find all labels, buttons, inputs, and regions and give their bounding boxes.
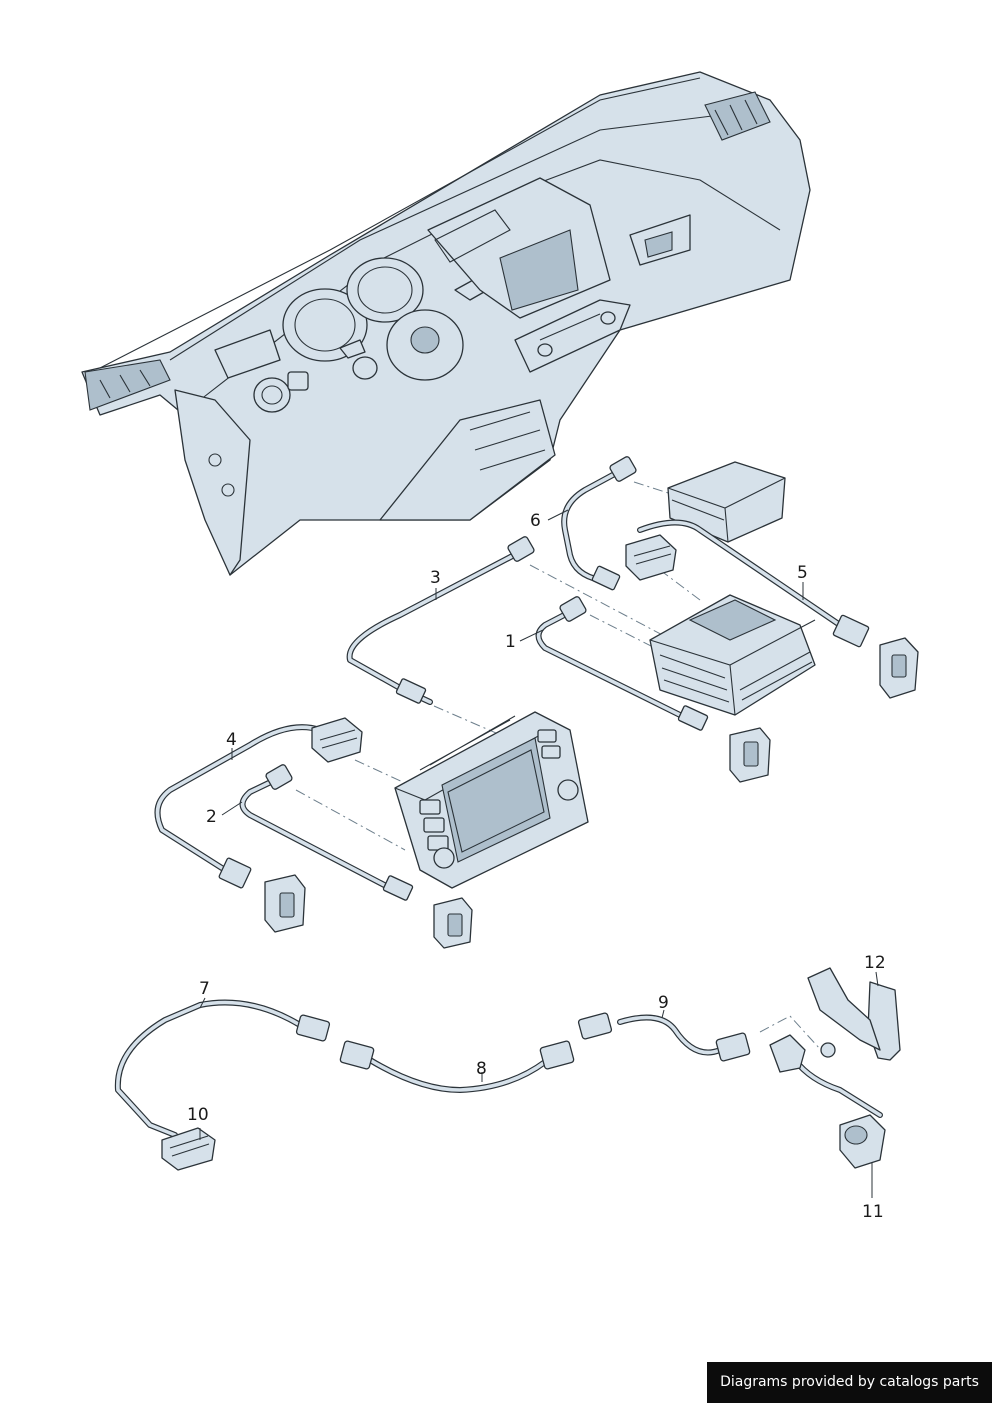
rear-camera-icon	[769, 967, 901, 1169]
callout-9: 9	[658, 993, 669, 1013]
callout-2: 2	[206, 807, 217, 827]
catalog-credit-banner: Diagrams provided by catalogs parts	[707, 1362, 992, 1403]
connection-lines	[295, 481, 831, 1061]
cable-connectors	[161, 456, 919, 1171]
callout-11: 11	[862, 1202, 884, 1222]
callout-4: 4	[226, 730, 237, 750]
control-module-icon	[667, 461, 786, 543]
dashboard-assembly-icon	[81, 71, 811, 576]
cable-harnesses	[114, 467, 883, 1138]
leader-lines	[199, 509, 879, 1198]
callout-12: 12	[864, 953, 886, 973]
callout-5: 5	[797, 563, 808, 583]
navigation-unit-icon	[649, 594, 816, 716]
callout-10: 10	[187, 1105, 209, 1125]
callout-8: 8	[476, 1059, 487, 1079]
callout-3: 3	[430, 568, 441, 588]
radio-head-unit-icon	[394, 711, 589, 889]
callout-7: 7	[199, 979, 210, 999]
callout-6: 6	[530, 511, 541, 531]
callout-1: 1	[505, 632, 516, 652]
